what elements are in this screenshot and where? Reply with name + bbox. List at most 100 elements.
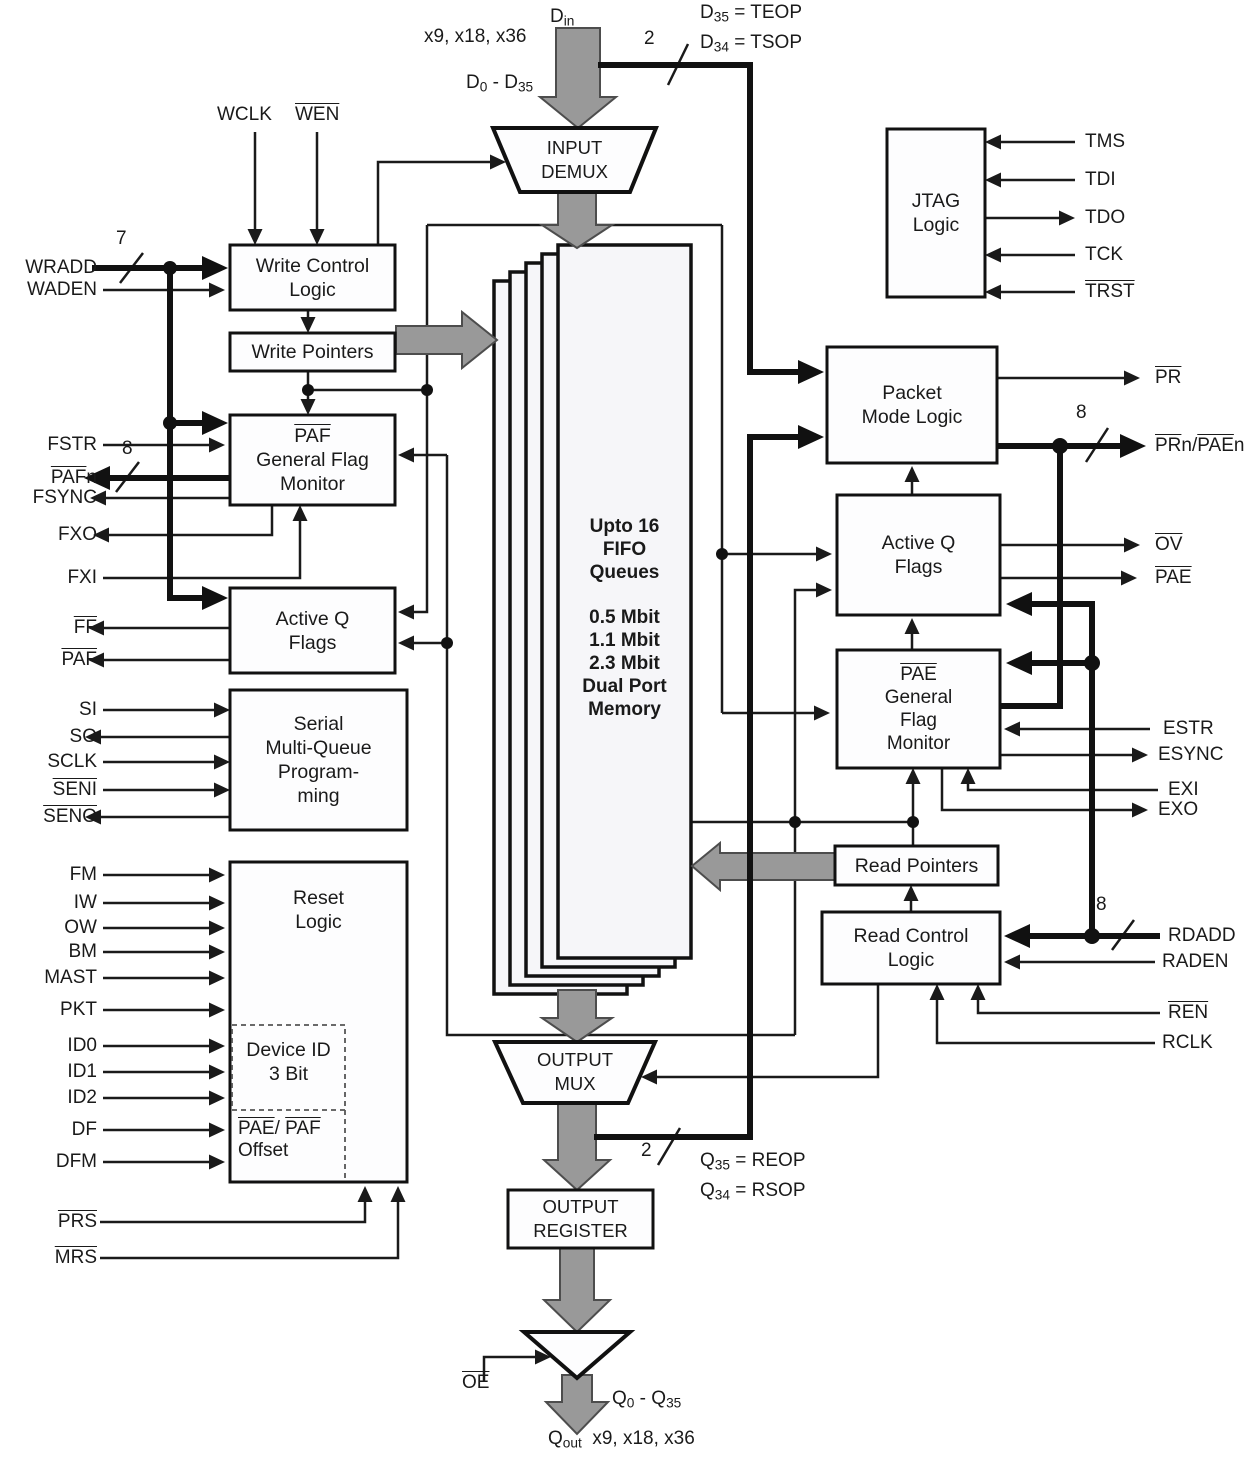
din-arrow bbox=[537, 27, 619, 130]
fstr-label: FSTR bbox=[47, 434, 97, 455]
memory-label: Upto 16 FIFO Queues 0.5 Mbit 1.1 Mbit 2.… bbox=[582, 516, 667, 720]
teop-label: D35 = TEOP bbox=[700, 2, 802, 25]
pkt-label: PKT bbox=[60, 999, 97, 1020]
fsync-label: FSYNC bbox=[32, 487, 97, 508]
fxi-label: FXI bbox=[67, 567, 97, 588]
trst-label: TRST bbox=[1085, 281, 1135, 302]
packet-mode-box bbox=[825, 345, 999, 465]
sclk-label: SCLK bbox=[47, 751, 97, 772]
offset-label: PAE/ PAF Offset bbox=[238, 1118, 321, 1161]
active-q-left-box bbox=[228, 586, 397, 675]
junction-dots bbox=[163, 261, 1100, 944]
serial-prog-label: Serial Multi-Queue Program- ming bbox=[265, 713, 372, 807]
bus-arrowheads bbox=[84, 256, 1146, 948]
si-label: SI bbox=[79, 699, 97, 720]
mast-label: MAST bbox=[44, 967, 97, 988]
pafn-label: PAFn bbox=[50, 467, 97, 488]
write-control-box bbox=[228, 243, 397, 312]
seni-label: SENI bbox=[52, 779, 97, 800]
wradd-label: WRADD bbox=[25, 257, 97, 278]
prn-width-8: 8 bbox=[1076, 402, 1087, 423]
output-mux-shape bbox=[491, 1040, 659, 1105]
id2-label: ID2 bbox=[67, 1087, 97, 1108]
prs-label: PRS bbox=[57, 1211, 97, 1232]
wen-label: WEN bbox=[295, 104, 340, 125]
fm-label: FM bbox=[69, 864, 97, 885]
qout-arrow bbox=[543, 1374, 611, 1436]
demux-to-memory-arrow bbox=[538, 191, 616, 250]
pafn-width-8: 8 bbox=[122, 438, 133, 459]
read-pointers-box bbox=[833, 844, 1000, 887]
paf-gfm-box bbox=[228, 413, 397, 507]
tms-label: TMS bbox=[1085, 131, 1126, 152]
fxo-label: FXO bbox=[57, 524, 97, 545]
memory-to-mux-arrow bbox=[538, 989, 616, 1044]
fifo-memory-stack bbox=[492, 243, 693, 996]
id1-label: ID1 bbox=[67, 1061, 97, 1082]
input-demux-shape bbox=[489, 126, 659, 194]
prn-paen-label: PRn/PAEn bbox=[1155, 435, 1245, 456]
qout-label: Qout x9, x18, x36 bbox=[548, 1428, 695, 1451]
seno-label: SENO bbox=[43, 806, 97, 827]
pr-label: PR bbox=[1155, 367, 1182, 388]
write-pointers-box bbox=[228, 331, 397, 373]
din-label: Din bbox=[550, 6, 575, 29]
paf-gfm-label: PAF General Flag Monitor bbox=[256, 425, 369, 495]
esync-label: ESYNC bbox=[1158, 744, 1224, 765]
qbus-width-2: 2 bbox=[641, 1140, 652, 1161]
id0-label: ID0 bbox=[67, 1035, 97, 1056]
dfm-label: DFM bbox=[55, 1151, 97, 1172]
ff-label: FF bbox=[73, 617, 97, 638]
so-label: SO bbox=[69, 726, 97, 747]
pae-gfm-label: PAE General Flag Monitor bbox=[884, 664, 953, 754]
input-width-label: x9, x18, x36 bbox=[424, 26, 527, 47]
estr-label: ESTR bbox=[1163, 718, 1214, 739]
mux-to-register-arrow bbox=[541, 1102, 613, 1192]
tdi-label: TDI bbox=[1085, 169, 1116, 190]
read-pointers-label: Read Pointers bbox=[854, 854, 979, 877]
pae-label: PAE bbox=[1155, 567, 1192, 588]
write-pointers-to-memory-arrow bbox=[395, 309, 499, 371]
active-q-right-box bbox=[835, 493, 1002, 617]
ov-label: OV bbox=[1155, 534, 1183, 555]
wclk-label: WCLK bbox=[217, 104, 272, 125]
waden-label: WADEN bbox=[26, 279, 97, 300]
output-buffer-triangle bbox=[518, 1330, 636, 1381]
output-register-box bbox=[506, 1188, 655, 1250]
memory-front-panel bbox=[556, 243, 693, 960]
register-to-buffer-arrow bbox=[541, 1247, 613, 1334]
dashed-regions bbox=[231, 1024, 346, 1180]
reop-label: Q35 = REOP bbox=[700, 1150, 806, 1173]
tsop-label: D34 = TSOP bbox=[700, 32, 802, 55]
raden-label: RADEN bbox=[1162, 951, 1229, 972]
rclk-label: RCLK bbox=[1162, 1032, 1213, 1053]
bm-label: BM bbox=[68, 941, 98, 962]
serial-prog-box bbox=[228, 688, 409, 832]
reset-logic-box bbox=[228, 860, 409, 1184]
tck-label: TCK bbox=[1085, 244, 1123, 265]
mrs-label: MRS bbox=[54, 1247, 97, 1268]
tdo-label: TDO bbox=[1085, 207, 1126, 228]
ow-label: OW bbox=[64, 917, 97, 938]
read-pointers-to-memory-arrow bbox=[690, 840, 836, 893]
ren-label: REN bbox=[1168, 1002, 1209, 1023]
qbus-label: Q0 - Q35 bbox=[612, 1388, 682, 1411]
jtag-box bbox=[885, 127, 987, 299]
wradd-width-7: 7 bbox=[116, 228, 127, 249]
pae-gfm-box bbox=[835, 648, 1002, 770]
rdadd-width-8: 8 bbox=[1096, 894, 1107, 915]
write-pointers-label: Write Pointers bbox=[251, 341, 374, 363]
paf-label: PAF bbox=[61, 649, 97, 670]
oe-label: OE bbox=[462, 1372, 490, 1393]
